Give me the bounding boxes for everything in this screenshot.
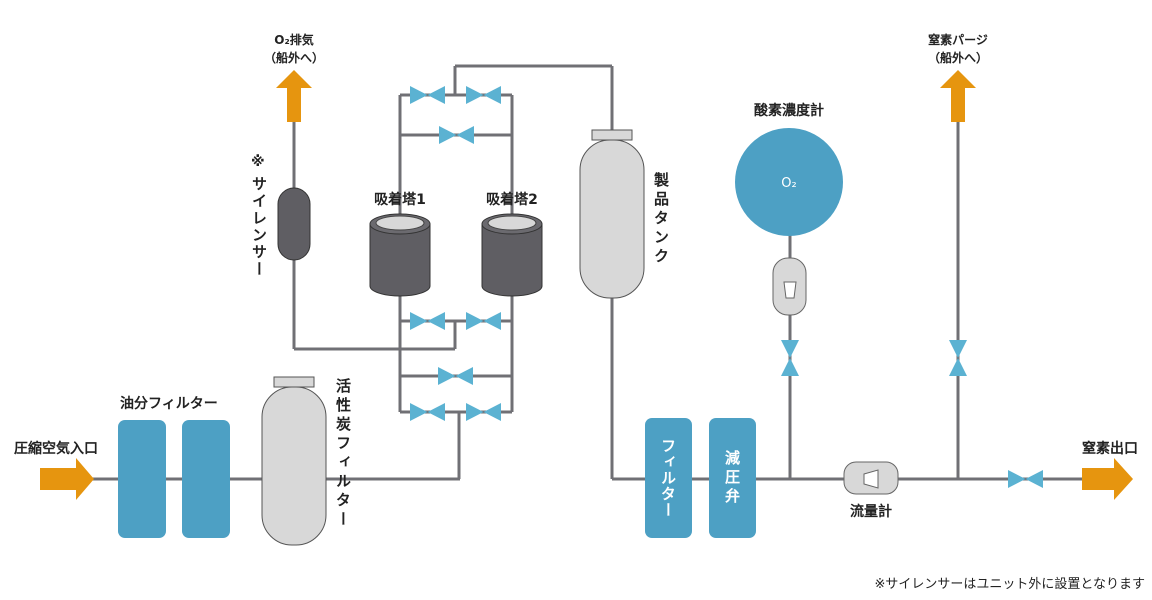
label-oxygen-meter: 酸素濃度計	[754, 102, 824, 119]
label-filter: フィルター	[659, 438, 677, 518]
oil-filter-1	[118, 420, 166, 538]
silencer	[277, 187, 311, 261]
valve-top-left	[410, 86, 445, 104]
label-pressure-reducer: 減圧弁	[723, 450, 741, 507]
valve-top-right	[466, 86, 501, 104]
valve-bottom-left	[410, 403, 445, 421]
oxygen-meter	[735, 128, 843, 236]
valve-lower-right	[466, 312, 501, 330]
label-silencer: サイレンサー	[250, 176, 268, 278]
label-silencer-mark: ※	[251, 154, 265, 170]
flow-meter	[843, 461, 899, 495]
pressure-reducer	[709, 418, 756, 538]
valve-lower-mid	[438, 367, 473, 385]
carbon-filter	[261, 376, 327, 546]
adsorber-1	[369, 213, 431, 297]
label-o2-exhaust: O₂排気	[274, 32, 313, 47]
label-product-tank: 製品タンク	[652, 171, 670, 267]
valve-bottom-right	[466, 403, 501, 421]
outlet-arrow	[1082, 458, 1133, 500]
label-nitrogen-purge-sub: （船外へ）	[928, 50, 988, 65]
valve-outlet	[1008, 470, 1043, 488]
oil-filter-2	[182, 420, 230, 538]
product-tank	[579, 129, 645, 299]
label-o2-exhaust-sub: （船外へ）	[264, 50, 324, 65]
label-compressed-air-inlet: 圧縮空気入口	[14, 440, 98, 457]
valve-upper-mid	[439, 126, 474, 144]
valves	[410, 86, 1043, 488]
footnote: ※サイレンサーはユニット外に設置となります	[874, 576, 1145, 592]
label-flow-meter: 流量計	[850, 503, 892, 520]
label-adsorber-1: 吸着塔1	[374, 191, 426, 208]
label-nitrogen-outlet: 窒素出口	[1082, 440, 1138, 457]
label-oil-filter: 油分フィルター	[120, 395, 218, 412]
inlet-arrow	[40, 458, 94, 500]
label-adsorber-2: 吸着塔2	[486, 191, 538, 208]
filter-unit	[645, 418, 692, 538]
arrows	[40, 70, 1133, 500]
valve-purge-line	[949, 340, 967, 376]
o2-exhaust-arrow	[276, 70, 312, 122]
valve-lower-left	[410, 312, 445, 330]
label-o2-symbol: O₂	[781, 176, 796, 191]
label-carbon-filter: 活性炭フィルター	[334, 377, 352, 530]
adsorber-2	[481, 213, 543, 297]
nitrogen-purge-arrow	[940, 70, 976, 122]
label-nitrogen-purge: 窒素パージ	[928, 32, 988, 47]
oxygen-sensor-gauge	[772, 257, 807, 316]
valve-oxygen-line	[781, 340, 799, 376]
